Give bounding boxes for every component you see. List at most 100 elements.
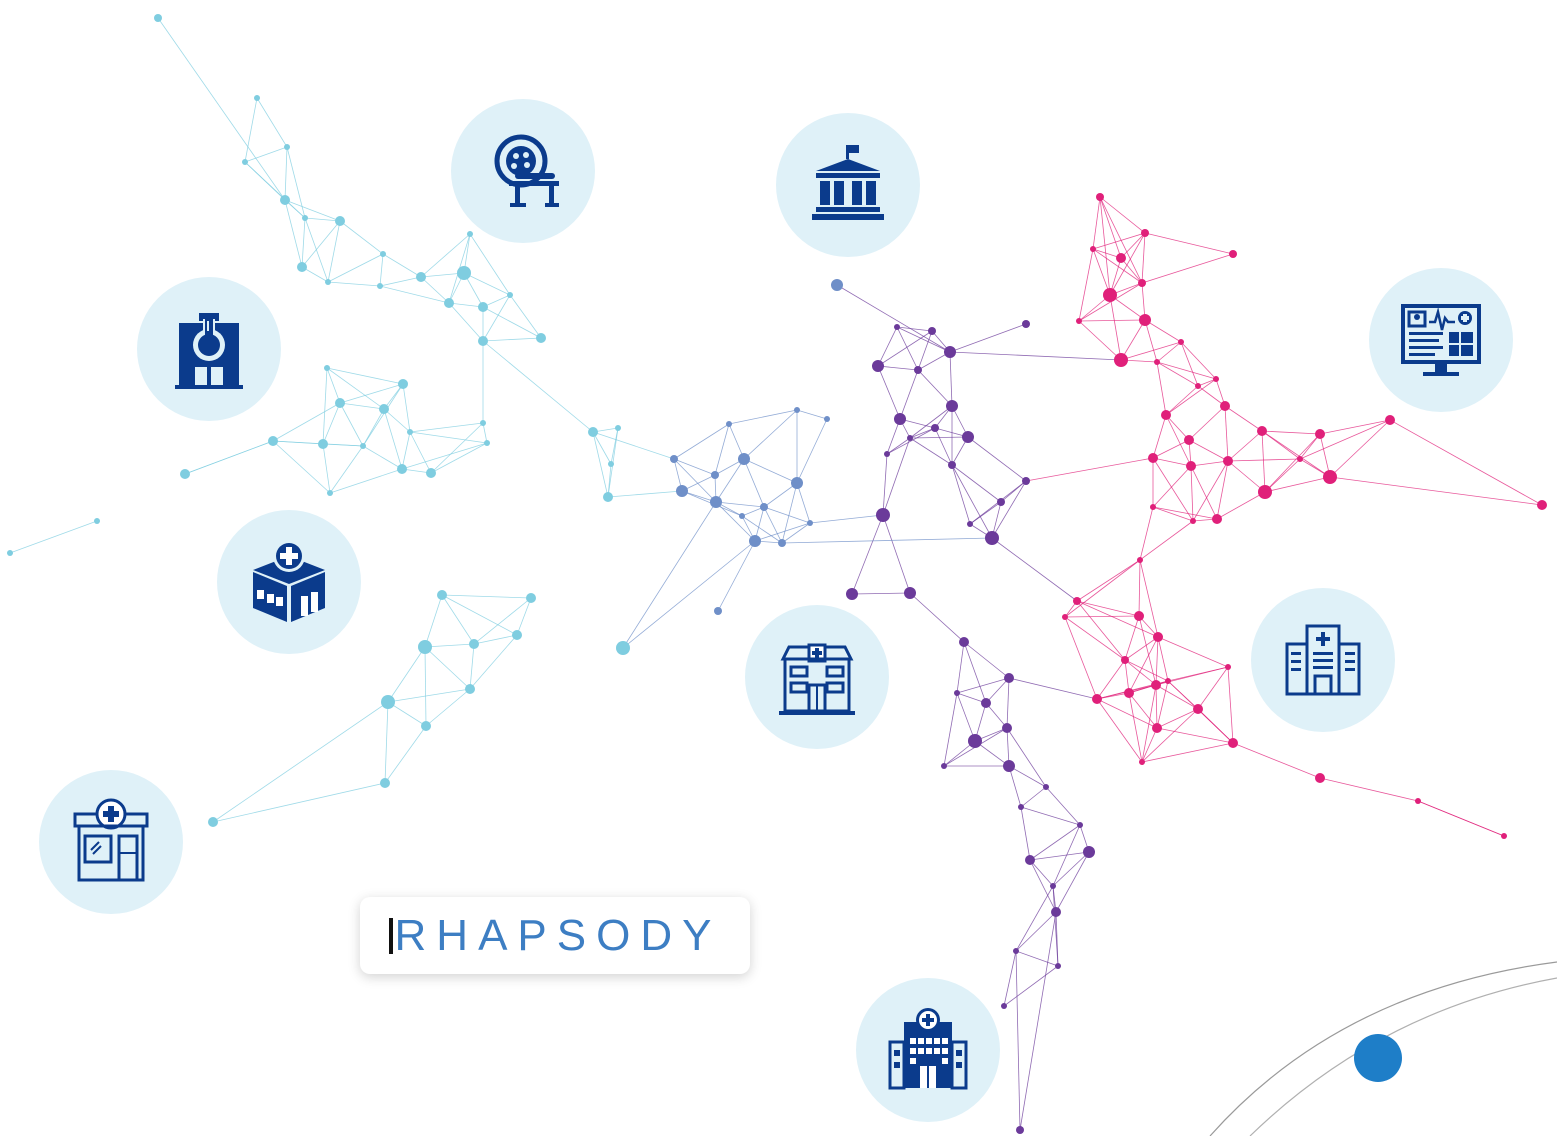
- cyan-network-edge: [256, 97, 288, 148]
- cyan-network-node: [437, 590, 447, 600]
- pink-network-node: [1228, 738, 1238, 748]
- mid-network-edge: [796, 418, 828, 484]
- mid-network-node: [794, 407, 800, 413]
- pink-network-edge: [1128, 636, 1159, 694]
- pink-network-edge: [1152, 439, 1190, 459]
- purple-network-node: [894, 413, 906, 425]
- pink-network-edge: [1144, 232, 1234, 255]
- pink-network-edge: [1144, 319, 1182, 343]
- cyan-network-edge: [441, 594, 475, 645]
- pink-network-edge: [1227, 666, 1234, 744]
- hospital-complex-icon: [888, 1008, 968, 1090]
- pink-network-node: [1184, 435, 1194, 445]
- pink-network-node: [1073, 597, 1081, 605]
- pink-network-edge: [1152, 506, 1218, 520]
- cyan-network-edge: [329, 468, 403, 494]
- cyan-network-node: [526, 593, 536, 603]
- cyan-network-edge: [441, 594, 518, 636]
- pink-network-node: [1150, 504, 1156, 510]
- pink-network-edge: [1096, 698, 1143, 763]
- pink-network-node: [1139, 314, 1151, 326]
- pink-network-edge: [1180, 341, 1199, 387]
- cyan-network-node: [407, 429, 413, 435]
- purple-network-edge: [1020, 806, 1031, 861]
- purple-network-edge: [1029, 824, 1081, 861]
- cyan-network-edge: [301, 220, 341, 268]
- cyan-network-node: [254, 95, 260, 101]
- pink-network-node: [1165, 678, 1171, 684]
- purple-network-node: [914, 366, 922, 374]
- pink-network-edge: [1180, 341, 1217, 380]
- mid-network-edge: [781, 482, 798, 544]
- purple-network-edge: [1015, 885, 1054, 952]
- pink-network-edge: [1141, 253, 1234, 284]
- cyan-network-edge: [441, 594, 532, 599]
- pink-network-edge: [1197, 385, 1226, 407]
- cyan-network-edge: [430, 422, 484, 474]
- pink-network-edge: [1165, 378, 1217, 416]
- purple-network-edge: [1052, 824, 1081, 887]
- mid-network-edge: [763, 506, 783, 544]
- purple-network-edge: [956, 641, 965, 694]
- cyan-network-edge: [284, 199, 303, 268]
- purple-network-node: [907, 435, 913, 441]
- cyan-network-edge: [473, 597, 532, 645]
- cyan-network-edge: [420, 276, 450, 304]
- hospital-tower-icon: [1285, 624, 1361, 696]
- cyan-network-node: [426, 468, 436, 478]
- pink-network-edge: [1099, 196, 1122, 259]
- patient-monitor-icon: [1401, 304, 1481, 376]
- mid-network-edge: [796, 409, 828, 420]
- pink-network-edge: [1264, 476, 1331, 493]
- cyan-network-edge: [424, 643, 475, 648]
- purple-network-edge: [917, 369, 953, 407]
- pink-network-edge: [1078, 282, 1143, 322]
- purple-network-edge: [1045, 786, 1081, 826]
- purple-network-edge: [917, 330, 933, 371]
- cyan-network-edge: [9, 520, 98, 554]
- bridge-edge: [1329, 476, 1543, 506]
- purple-network-node: [1043, 784, 1049, 790]
- pink-network-edge: [1128, 692, 1143, 763]
- purple-network-node: [1002, 723, 1012, 733]
- cyan-network-node: [398, 379, 408, 389]
- mid-network-node: [711, 471, 719, 479]
- mid-network-edge: [728, 409, 798, 425]
- pink-network-edge: [1124, 659, 1169, 682]
- pink-network-node: [1062, 614, 1068, 620]
- purple-network-node: [1016, 1126, 1024, 1134]
- purple-network-edge: [951, 464, 1002, 503]
- purple-network-edge: [1052, 851, 1090, 887]
- purple-network-edge: [951, 464, 993, 539]
- purple-network-node: [954, 690, 960, 696]
- cyan-network-edge: [387, 646, 426, 703]
- purple-network-edge: [956, 677, 1010, 694]
- cyan-network-edge: [327, 253, 384, 283]
- cyan-network-edge: [516, 597, 532, 636]
- purple-network-edge: [1008, 765, 1047, 788]
- cyan-network-node: [478, 336, 488, 346]
- purple-network-edge: [1015, 950, 1059, 967]
- cyan-network-node: [512, 630, 522, 640]
- bridge-edge: [592, 431, 675, 460]
- purple-network-edge: [1003, 965, 1059, 1007]
- purple-network-edge: [974, 740, 1010, 767]
- pink-network-edge: [1078, 319, 1146, 322]
- bridge-edge: [157, 17, 286, 201]
- purple-network-node: [1051, 907, 1061, 917]
- pink-network-node: [1190, 518, 1196, 524]
- pink-network-edge: [1092, 232, 1146, 250]
- pink-network-node: [1092, 694, 1102, 704]
- mid-network-node: [739, 513, 745, 519]
- cyan-network-node: [536, 333, 546, 343]
- pink-network-edge: [1190, 465, 1218, 520]
- pink-network-edge: [1099, 196, 1111, 296]
- cyan-network-edge: [301, 217, 306, 268]
- purple-network-node: [941, 763, 947, 769]
- cyan-network-edge: [469, 634, 518, 690]
- pink-network-edge: [1156, 361, 1167, 416]
- purple-network-edge: [985, 702, 1008, 729]
- mid-network-node: [831, 279, 843, 291]
- cyan-network-edge: [379, 276, 422, 287]
- pink-network-edge: [1124, 659, 1157, 686]
